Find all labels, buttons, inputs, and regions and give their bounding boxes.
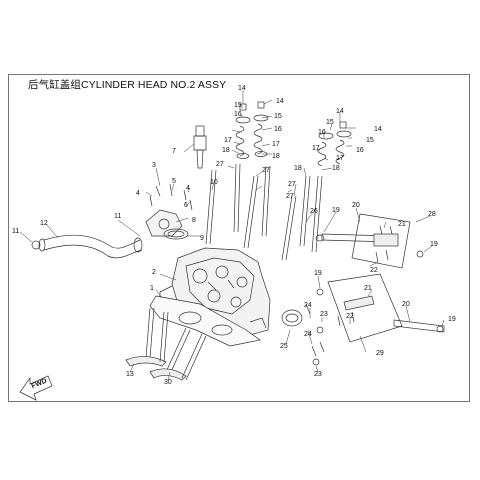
callout-23b: 23 [314,371,322,378]
callout-27d: 27 [286,193,294,200]
callout-20a: 20 [352,202,360,209]
callout-22a: 22 [370,267,378,274]
callout-8: 8 [192,217,196,224]
callout-15c: 15 [326,119,334,126]
callout-21a: 21 [398,221,406,228]
callout-18b: 18 [272,153,280,160]
callout-3: 3 [152,162,156,169]
callout-17c: 17 [312,145,320,152]
head-gasket [149,295,261,347]
callout-21b: 21 [364,285,372,292]
callout-14a: 14 [238,85,246,92]
callout-11b: 11 [114,213,121,220]
callout-15a: 15 [234,102,242,109]
callout-13: 13 [126,371,134,378]
callout-4a: 4 [136,190,140,197]
callout-17a: 17 [224,137,232,144]
callout-11a: 11 [12,228,19,235]
callout-29: 29 [376,350,384,357]
callout-18c: 18 [294,165,302,172]
callout-19d: 19 [448,316,456,323]
valve-springs-right [281,121,352,261]
callout-16d: 16 [356,147,364,154]
callout-7: 7 [172,148,176,155]
coolant-hose [31,234,143,259]
callout-16a: 16 [234,111,242,118]
callout-20b: 20 [402,301,410,308]
callout-17b: 17 [272,141,280,148]
callout-17d: 17 [336,155,344,162]
callout-19a: 19 [332,207,340,214]
leader-lines [19,90,445,381]
callout-10: 10 [210,179,218,186]
callout-2: 2 [152,269,156,276]
callout-19c: 19 [314,270,322,277]
callout-16b: 16 [274,126,282,133]
callout-28: 28 [428,211,436,218]
diagram-title: 后气缸盖组CYLINDER HEAD NO.2 ASSY [28,79,227,91]
intake-seal [281,309,325,366]
callout-23a: 23 [320,311,328,318]
callout-16c: 16 [318,129,326,136]
callout-30: 30 [164,379,172,386]
drawing-frame [8,74,470,402]
fwd-arrow [19,375,53,401]
callout-6: 6 [184,202,188,209]
valve-springs-left [205,101,271,249]
callout-14c: 14 [336,108,344,115]
callout-14b: 14 [276,98,284,105]
callout-27c: 27 [288,181,296,188]
callout-9: 9 [200,235,204,242]
callout-26: 26 [310,208,318,215]
callout-22b: 22 [346,313,354,320]
rocker-arm-assembly-bottom [305,273,445,343]
spark-plug [193,125,207,169]
callout-18a: 18 [222,147,230,154]
thermostat-housing [145,183,193,240]
rocker-arm-assembly-top [315,213,424,269]
callout-18d: 18 [332,165,340,172]
callout-15b: 15 [274,113,282,120]
callout-numbers: 14 14 15 16 15 16 17 17 18 18 27 27 14 1… [12,85,456,386]
callout-4b: 4 [186,185,190,192]
callout-27a: 27 [216,161,224,168]
callout-14d: 14 [374,126,382,133]
callout-24a: 24 [304,302,312,309]
callout-27b: 27 [262,167,270,174]
callout-1: 1 [150,285,154,292]
callout-19b: 19 [430,241,438,248]
callout-12: 12 [40,220,48,227]
callout-5: 5 [172,178,176,185]
callout-25: 25 [280,343,288,350]
callout-15d: 15 [366,137,374,144]
callout-24b: 24 [304,331,312,338]
valves [125,307,207,381]
